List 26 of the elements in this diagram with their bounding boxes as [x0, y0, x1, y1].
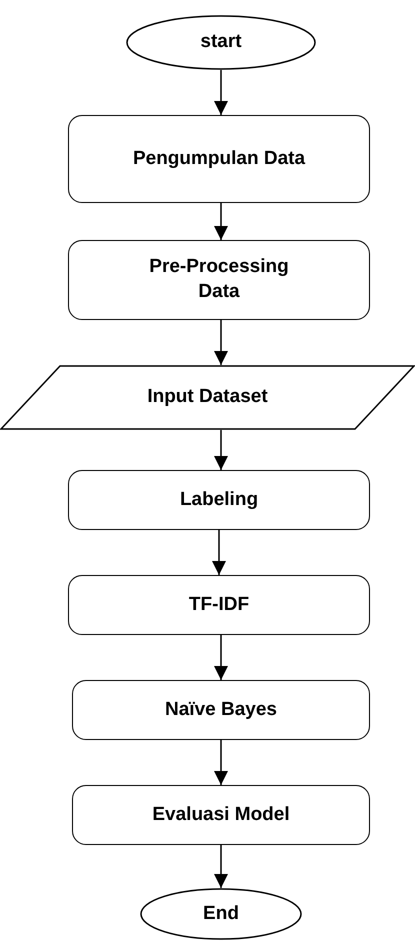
terminal-ellipse — [126, 15, 316, 70]
process-box — [68, 240, 370, 320]
node-label: Pengumpulan Data — [132, 146, 306, 171]
node-label: Evaluasi Model — [152, 802, 290, 827]
arrow — [214, 203, 228, 240]
arrow — [214, 320, 228, 365]
arrow — [214, 70, 228, 115]
terminal-ellipse — [140, 888, 302, 940]
node-label: TF-IDF — [188, 592, 250, 617]
process-box — [72, 785, 370, 845]
node-label: Labeling — [180, 488, 258, 512]
arrow — [214, 430, 228, 470]
input-parallelogram — [0, 365, 415, 430]
node-label: Input Dataset — [147, 385, 268, 410]
arrow — [214, 635, 228, 680]
node-label: start — [200, 30, 242, 54]
arrow — [214, 740, 228, 785]
node-label: Naïve Bayes — [165, 698, 277, 722]
node-label: End — [203, 902, 239, 926]
process-box — [72, 680, 370, 740]
node-label: Pre-Processing Data — [148, 255, 290, 304]
arrow — [214, 845, 228, 888]
process-box — [68, 115, 370, 203]
arrow — [212, 530, 226, 575]
process-box — [68, 575, 370, 635]
process-box — [68, 470, 370, 530]
